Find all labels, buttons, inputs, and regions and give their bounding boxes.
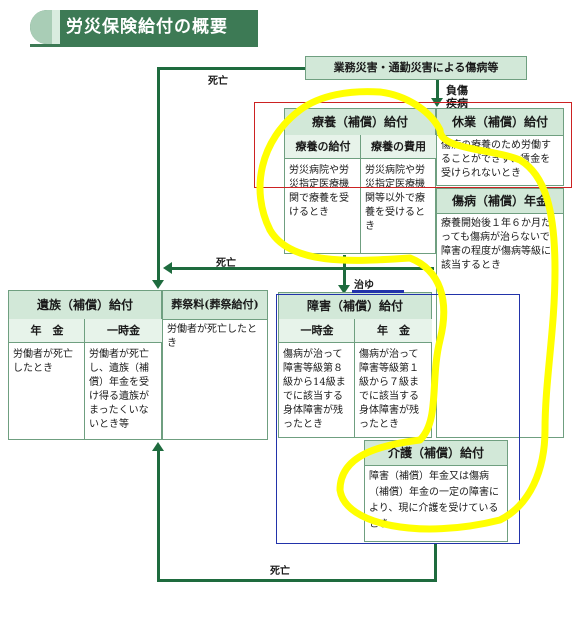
label-death-top: 死亡	[208, 76, 228, 87]
death-connector-mid	[172, 267, 434, 270]
sick-pension-box: 傷病（補償）年金 療養開始後１年６か月たっても傷病が治らないで障害の程度が傷病等…	[436, 188, 564, 438]
survivor-divider	[84, 319, 85, 440]
survivor-benefit-box: 遺族（補償）給付 年 金 一時金 労働者が死亡したとき 労働者が死亡し、遺族（補…	[8, 290, 162, 440]
death-connector-top	[158, 67, 305, 70]
leave-text: 傷病の療養のため労働することができず、賃金を受けられないとき	[441, 140, 551, 179]
arrow-to-survivor	[152, 280, 164, 289]
label-death-bottom: 死亡	[270, 566, 290, 577]
survivor-col2-header: 一時金	[85, 319, 162, 343]
survivor-col1-header: 年 金	[9, 319, 85, 343]
label-cured: 治ゆ	[354, 280, 374, 291]
arrow-mid-death	[163, 262, 172, 274]
leave-header: 休業（補償）給付	[437, 109, 563, 136]
source-box-label: 業務災害・通勤災害による傷病等	[333, 61, 499, 74]
survivor-header: 遺族（補償）給付	[9, 291, 161, 320]
medical-col1-text: 労災病院や労災指定医療機関で療養を受けるとき	[289, 165, 349, 218]
sick-pension-header: 傷病（補償）年金	[437, 189, 563, 214]
medical-col1-header: 療養の給付	[285, 135, 361, 159]
disability-benefit-box: 障害（補償）給付 一時金 年 金 傷病が治って障害等級第８級から14級までに該当…	[278, 292, 432, 438]
label-death-mid: 死亡	[216, 258, 236, 269]
disability-col1-text: 傷病が治って障害等級第８級から14級までに該当する身体障害が残ったとき	[283, 349, 346, 430]
cured-connector	[343, 255, 346, 287]
arrow-up-to-survivor	[152, 442, 164, 451]
disability-col1-header: 一時金	[279, 319, 355, 343]
disability-header: 障害（補償）給付	[279, 293, 431, 320]
page-title: 労災保険給付の概要	[30, 10, 258, 44]
survivor-col1-text: 労働者が死亡したとき	[13, 349, 73, 374]
disability-col2-text: 傷病が治って障害等級第１級から７級までに該当する身体障害が残ったとき	[359, 349, 419, 430]
death-connector-bottom	[158, 579, 437, 582]
death-connector-bottom-right	[434, 543, 437, 581]
sick-pension-text: 療養開始後１年６か月たっても傷病が治らないで障害の程度が傷病等級に該当するとき	[441, 218, 551, 271]
death-connector-left-vertical	[157, 67, 160, 280]
medical-benefit-box: 療養（補償）給付 療養の給付 療養の費用 労災病院や労災指定医療機関で療養を受け…	[284, 108, 436, 254]
medical-col2-header: 療養の費用	[361, 135, 436, 159]
survivor-col2-text: 労働者が死亡し、遺族（補償）年金を受け得る遺族がまったくいないとき等	[89, 349, 149, 430]
funeral-benefit-box: 葬祭料(葬祭給付) 労働者が死亡したとき	[162, 290, 268, 440]
disability-divider	[354, 319, 355, 438]
title-underline	[30, 44, 258, 47]
care-benefit-box: 介護（補償）給付 障害（補償）年金又は傷病（補償）年金の一定の障害により、現に介…	[364, 440, 508, 542]
injury-connector	[436, 80, 439, 100]
death-connector-bottom-left	[157, 450, 160, 582]
source-box: 業務災害・通勤災害による傷病等	[305, 56, 527, 80]
care-header: 介護（補償）給付	[365, 441, 507, 466]
medical-header: 療養（補償）給付	[285, 109, 435, 136]
care-text: 障害（補償）年金又は傷病（補償）年金の一定の障害により、現に介護を受けているとき	[369, 471, 499, 530]
medical-col2-text: 労災病院や労災指定医療機関等以外で療養を受けるとき	[365, 165, 425, 232]
arrow-to-benefits	[431, 98, 443, 107]
funeral-text: 労働者が死亡したとき	[167, 324, 257, 349]
leave-benefit-box: 休業（補償）給付 傷病の療養のため労働することができず、賃金を受けられないとき	[436, 108, 564, 186]
disability-col2-header: 年 金	[355, 319, 432, 343]
funeral-header: 葬祭料(葬祭給付)	[163, 291, 267, 320]
medical-divider	[360, 135, 361, 254]
